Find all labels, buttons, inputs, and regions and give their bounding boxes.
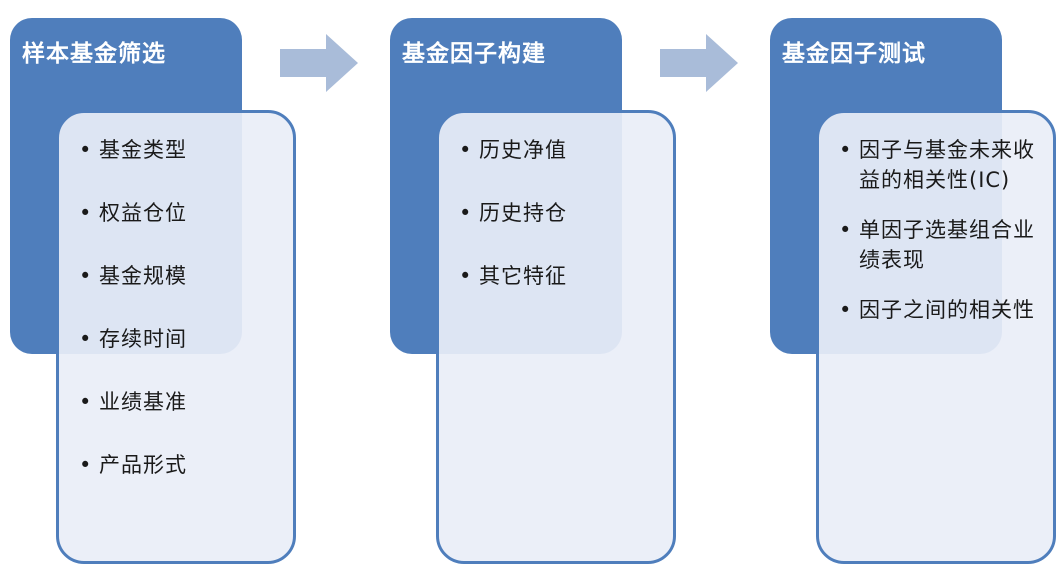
- right-arrow-icon: [280, 34, 358, 92]
- stage-1-title: 样本基金筛选: [22, 41, 166, 67]
- stage-1-content: •基金类型 •权益仓位 •基金规模 •存续时间 •业绩基准 •产品形式: [56, 110, 296, 564]
- stage-3-list: •因子与基金未来收益的相关性(IC) •单因子选基组合业绩表现 •因子之间的相关…: [839, 135, 1037, 345]
- arrow-shape: [280, 34, 358, 92]
- list-item: •历史净值: [459, 138, 567, 162]
- list-item: •历史持仓: [459, 201, 567, 225]
- stage-2-list: •历史净值 •历史持仓 •其它特征: [459, 135, 657, 324]
- stage-2-content: •历史净值 •历史持仓 •其它特征: [436, 110, 676, 564]
- stage-2-title: 基金因子构建: [402, 41, 546, 67]
- list-item: •基金规模: [79, 264, 187, 288]
- list-item: •权益仓位: [79, 201, 187, 225]
- list-item: •因子与基金未来收益的相关性(IC): [839, 138, 1035, 192]
- list-item: •基金类型: [79, 138, 187, 162]
- stage-3-content: •因子与基金未来收益的相关性(IC) •单因子选基组合业绩表现 •因子之间的相关…: [816, 110, 1056, 564]
- arrow-shape: [660, 34, 738, 92]
- stage-1-list: •基金类型 •权益仓位 •基金规模 •存续时间 •业绩基准 •产品形式: [79, 135, 277, 513]
- list-item: •单因子选基组合业绩表现: [839, 218, 1035, 272]
- stage-3-title: 基金因子测试: [782, 41, 926, 67]
- list-item: •存续时间: [79, 327, 187, 351]
- list-item: •产品形式: [79, 453, 187, 477]
- list-item: •因子之间的相关性: [839, 298, 1035, 322]
- right-arrow-icon: [660, 34, 738, 92]
- list-item: •业绩基准: [79, 390, 187, 414]
- list-item: •其它特征: [459, 264, 567, 288]
